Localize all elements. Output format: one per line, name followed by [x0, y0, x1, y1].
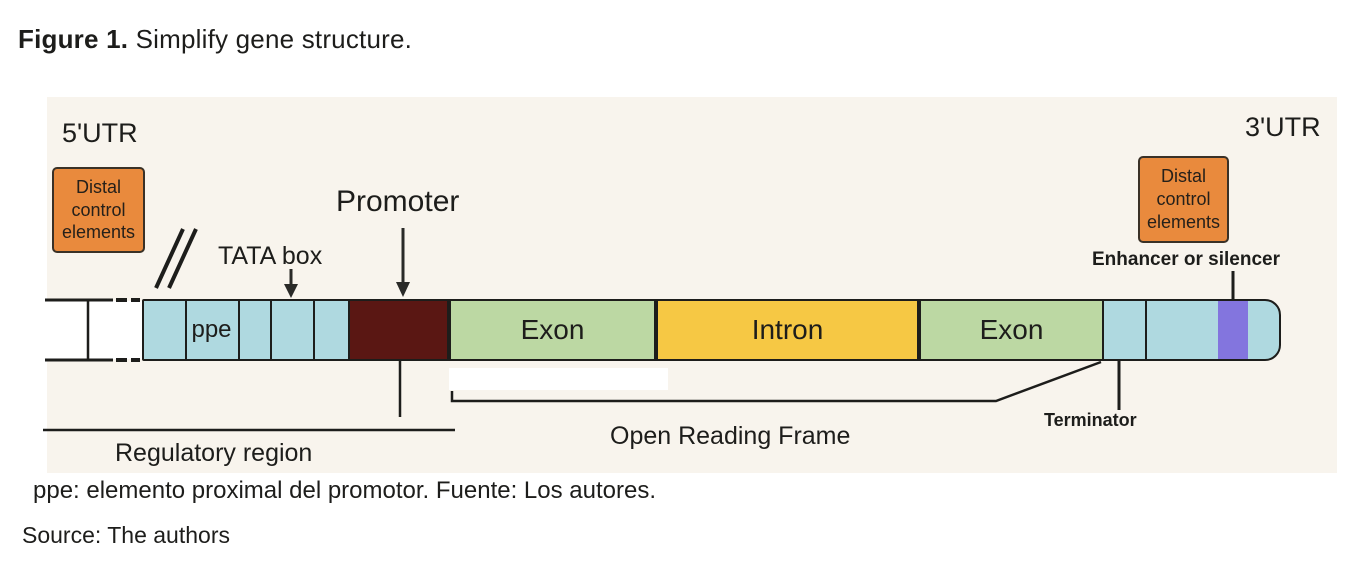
ppe-label: ppe	[191, 316, 232, 343]
gene-bar: ppe Exon Intron Exon	[142, 299, 1281, 361]
open-reading-frame-label: Open Reading Frame	[610, 422, 851, 450]
utr3-label: 3'UTR	[1245, 112, 1321, 142]
bar-left-tail	[45, 301, 142, 359]
utr5-label: 5'UTR	[62, 118, 138, 148]
white-patch	[449, 368, 668, 390]
segment-divider	[185, 301, 187, 359]
exon2-label: Exon	[979, 314, 1044, 345]
exon1-label: Exon	[520, 314, 585, 345]
exon2-segment: Exon	[919, 301, 1104, 359]
distal-control-box-left: Distal control elements	[52, 167, 145, 253]
figure-title: Figure 1. Simplify gene structure.	[18, 24, 412, 55]
intron-segment: Intron	[656, 301, 919, 359]
enhancer-silencer-label: Enhancer or silencer	[1092, 249, 1280, 270]
tata-box-label: TATA box	[218, 242, 323, 270]
regulatory-region-label: Regulatory region	[115, 439, 313, 467]
promoter-label: Promoter	[336, 185, 460, 218]
exon1-segment: Exon	[449, 301, 656, 359]
distal-control-right-label: Distal control elements	[1146, 166, 1221, 232]
figure-caption-text: Simplify gene structure.	[135, 24, 413, 54]
segment-divider	[1145, 301, 1147, 359]
distal-control-box-right: Distal control elements	[1138, 156, 1229, 243]
ppe-caption: ppe: elemento proximal del promotor. Fue…	[33, 477, 657, 504]
source-line: Source: The authors	[22, 522, 230, 548]
distal-control-left-label: Distal control elements	[61, 176, 136, 243]
intron-label: Intron	[751, 314, 824, 345]
segment-divider	[270, 301, 272, 359]
terminator-label: Terminator	[1044, 410, 1137, 430]
diagram-panel	[47, 97, 1337, 473]
figure-number: Figure 1.	[18, 24, 129, 54]
segment-divider	[238, 301, 240, 359]
enhancer-segment	[1218, 301, 1248, 359]
ppe-segment: ppe	[185, 301, 238, 359]
promoter-segment	[348, 301, 449, 359]
segment-divider	[313, 301, 315, 359]
